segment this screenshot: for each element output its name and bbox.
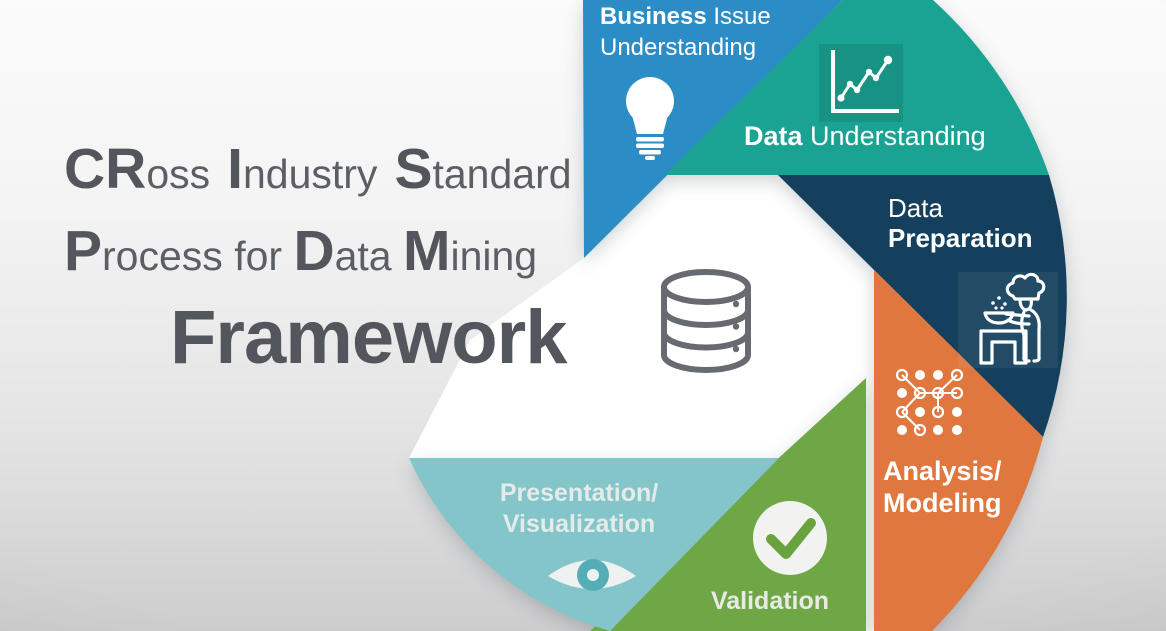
label-validation: Validation (710, 587, 830, 615)
framework-title: Framework (170, 295, 567, 380)
label-data-preparation: Data Preparation (888, 193, 1033, 253)
check-circle-icon (753, 501, 827, 575)
label-presentation-visualization: Presentation/ Visualization (499, 479, 659, 538)
headline-initial: CR (64, 137, 147, 201)
label-business-issue-understanding: Business Issue Understanding (600, 3, 771, 61)
database-icon (661, 269, 751, 373)
headline-initial: M (403, 219, 451, 283)
chef-cooking-icon (958, 272, 1058, 368)
wheel-inner-white-region (409, 175, 874, 631)
headline-initial: I (227, 137, 243, 201)
headline-initial: D (293, 219, 335, 283)
wedge-analysis-modeling (874, 270, 1043, 631)
line-chart-icon (819, 44, 903, 122)
headline-initial: S (394, 137, 433, 201)
headline-initial: P (64, 219, 103, 283)
label-analysis-modeling: Analysis/ Modeling (883, 456, 1002, 518)
wedge-data-preparation (778, 175, 1067, 437)
wedge-presentation-visualization (409, 458, 779, 631)
network-nodes-icon (895, 368, 964, 437)
lightbulb-icon (626, 77, 674, 160)
eye-icon (548, 559, 636, 591)
label-data-understanding: Data Understanding (744, 121, 986, 151)
